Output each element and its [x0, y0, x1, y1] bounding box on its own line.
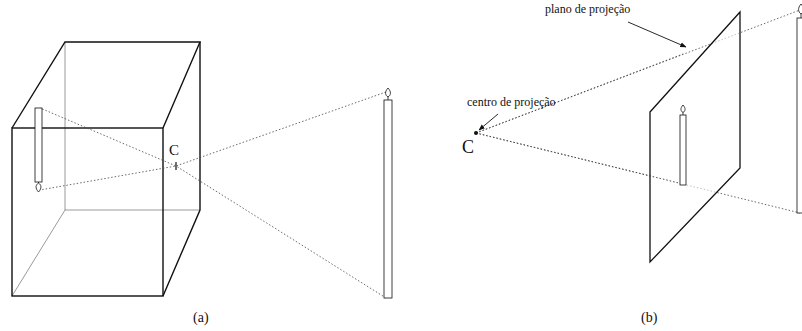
- callout-label: plano de projeção: [545, 3, 630, 15]
- pinhole-camera: [12, 42, 200, 296]
- ray-lines: [476, 54, 683, 184]
- inverted-candle: [35, 108, 42, 192]
- candle: [384, 88, 392, 298]
- ray-lines: [476, 10, 800, 213]
- leader-arrow: [479, 114, 498, 130]
- ray-lines: [40, 92, 386, 298]
- point-label: C: [169, 143, 179, 158]
- projection-center: [474, 131, 478, 135]
- leader-arrow: [628, 22, 686, 47]
- projected-candle: [680, 105, 686, 185]
- subfigure-label: (b): [641, 311, 657, 325]
- point-label: C: [462, 138, 474, 156]
- candle: [797, 4, 802, 213]
- subfigure-label: (a): [193, 311, 209, 325]
- callout-label: centro de projeção: [467, 96, 556, 108]
- projection-plane: [650, 12, 740, 262]
